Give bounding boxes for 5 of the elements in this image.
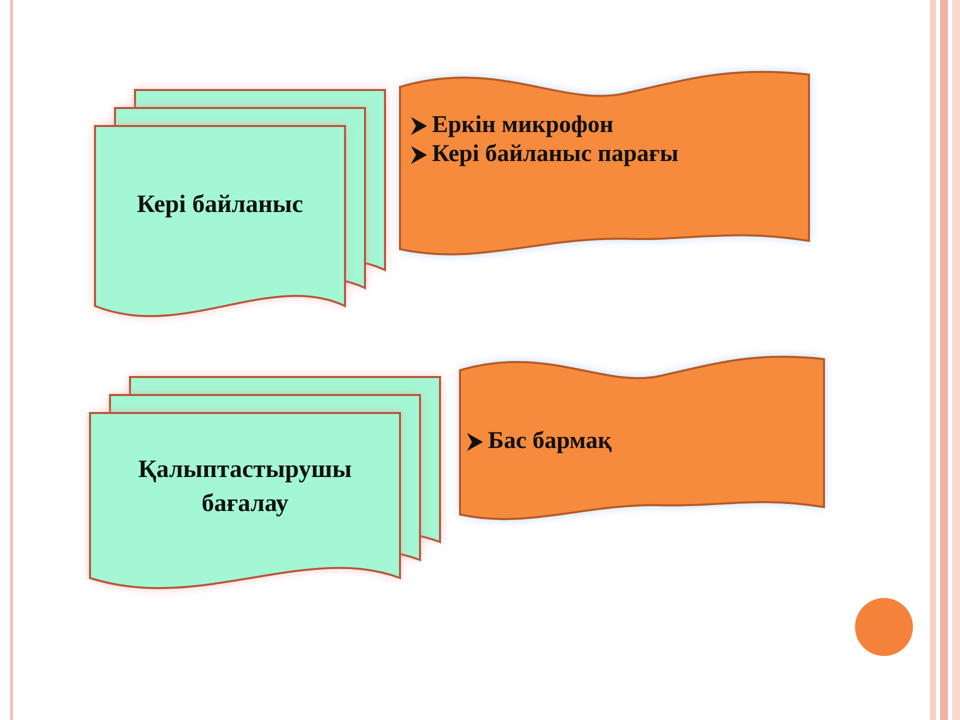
node-title: Кері байланыс [136, 190, 304, 220]
bullet-text: Еркін микрофон [432, 112, 614, 139]
bullet-text: Бас бармақ [488, 428, 612, 455]
bullet-text: Кері байланыс парағы [432, 141, 678, 168]
node-title: Қалыптастырушы бағалау [137, 455, 353, 519]
